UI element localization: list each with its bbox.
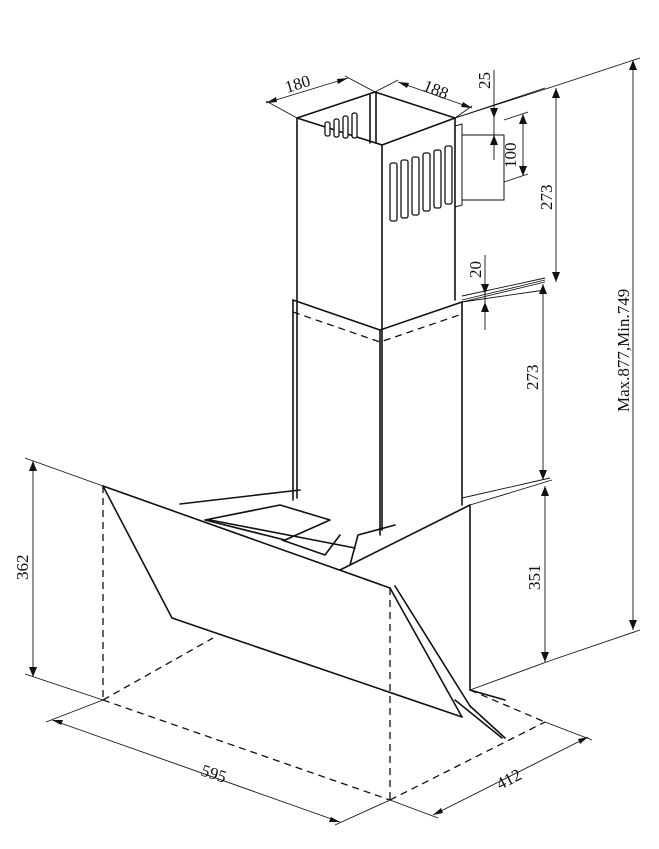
dim-upper-chimney-height: 273 [454,84,560,301]
svg-text:180: 180 [283,71,313,97]
hood-body [102,485,506,739]
svg-text:351: 351 [525,565,544,591]
dim-hood-front-height: 362 [13,457,104,701]
dim-vent-height: 100 [501,111,529,183]
dim-overlap: 20 [461,255,546,330]
svg-text:595: 595 [199,761,229,787]
svg-text:273: 273 [523,365,542,391]
dim-lower-chimney-height: 273 [461,281,551,499]
dim-hood-back-height: 351 [469,479,553,691]
svg-text:412: 412 [493,765,524,794]
svg-text:273: 273 [537,185,556,211]
dim-top-offset: 25 [454,70,546,160]
svg-text:20: 20 [466,261,485,278]
dim-total-height: Max.877,Min.749 [551,57,641,661]
dim-hood-depth: 412 [389,721,593,819]
dim-hood-width: 595 [45,699,391,826]
svg-text:25: 25 [475,72,494,89]
upper-chimney [296,91,505,531]
svg-text:362: 362 [13,555,32,581]
vent-slots [324,112,453,222]
svg-text:Max.877,Min.749: Max.877,Min.749 [614,289,633,412]
lower-chimney [292,299,463,536]
svg-text:100: 100 [501,143,520,169]
hood-footprint [102,486,546,801]
